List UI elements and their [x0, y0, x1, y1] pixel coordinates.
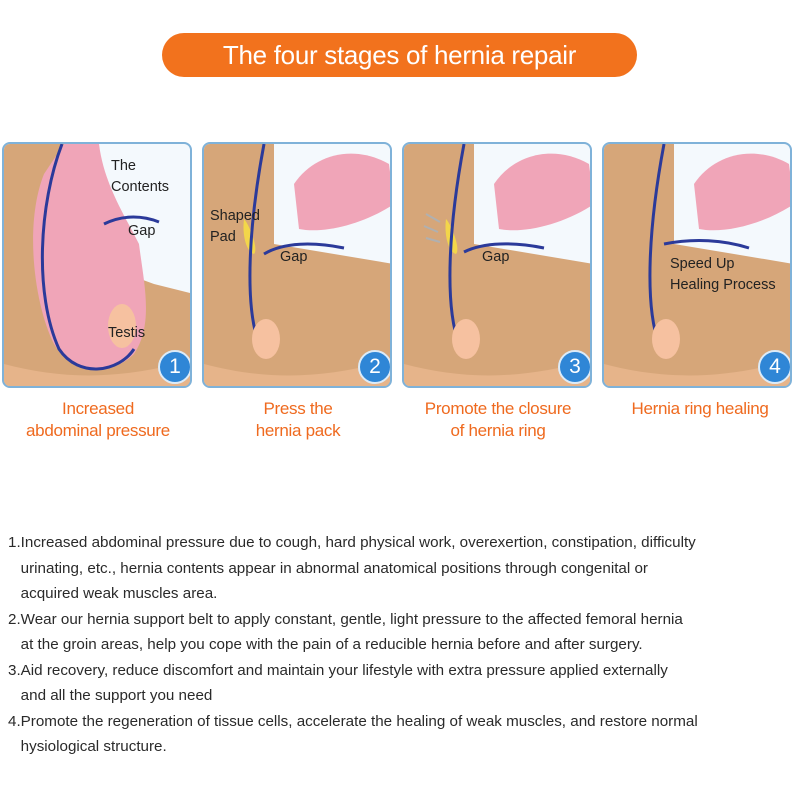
stage-descriptions: 1.Increased abdominal pressure due to co…: [8, 530, 798, 760]
description-line: acquired weak muscles area.: [21, 585, 218, 602]
label-speed-up: Speed Up: [670, 254, 735, 275]
description-line: hysiological structure.: [21, 738, 167, 755]
label-pad: Pad: [210, 227, 236, 248]
title-banner: The four stages of hernia repair: [162, 33, 637, 77]
caption-line: Press the: [200, 398, 396, 420]
stage-4-panel: Speed Up Healing Process 4: [602, 142, 792, 388]
stage-4-caption: Hernia ring healing: [600, 398, 800, 420]
stage-4-badge: 4: [758, 350, 792, 384]
stage-3-badge: 3: [558, 350, 592, 384]
description-line: at the groin areas, help you cope with t…: [21, 636, 643, 653]
description-4: 4.Promote the regeneration of tissue cel…: [8, 709, 798, 760]
description-line: 4.Promote the regeneration of tissue cel…: [8, 713, 698, 730]
label-gap: Gap: [128, 221, 155, 242]
stage-3-caption: Promote the closure of hernia ring: [400, 398, 596, 442]
stage-2-panel: Shaped Pad Gap 2: [202, 142, 392, 388]
stage-1-panel: The Contents Gap Testis 1: [2, 142, 192, 388]
label-gap: Gap: [482, 247, 509, 268]
page-title: The four stages of hernia repair: [223, 40, 576, 71]
label-the: The: [111, 156, 136, 177]
description-2: 2.Wear our hernia support belt to apply …: [8, 607, 798, 658]
description-1: 1.Increased abdominal pressure due to co…: [8, 530, 798, 607]
caption-line: hernia pack: [200, 420, 396, 442]
stage-1-caption: Increased abdominal pressure: [0, 398, 196, 442]
stage-2-caption: Press the hernia pack: [200, 398, 396, 442]
description-line: and all the support you need: [21, 687, 213, 704]
caption-line: Promote the closure: [400, 398, 596, 420]
stage-3-panel: Gap 3: [402, 142, 592, 388]
description-line: 3.Aid recovery, reduce discomfort and ma…: [8, 662, 668, 679]
caption-line: abdominal pressure: [0, 420, 196, 442]
description-line: 1.Increased abdominal pressure due to co…: [8, 534, 696, 551]
stage-2-badge: 2: [358, 350, 392, 384]
description-line: 2.Wear our hernia support belt to apply …: [8, 611, 683, 628]
label-gap: Gap: [280, 247, 307, 268]
caption-line: of hernia ring: [400, 420, 596, 442]
label-testis: Testis: [108, 323, 145, 344]
description-line: urinating, etc., hernia contents appear …: [21, 560, 648, 577]
label-contents: Contents: [111, 177, 169, 198]
label-shaped: Shaped: [210, 206, 260, 227]
stage-1-badge: 1: [158, 350, 192, 384]
description-3: 3.Aid recovery, reduce discomfort and ma…: [8, 658, 798, 709]
label-healing-process: Healing Process: [670, 275, 776, 296]
caption-line: Increased: [0, 398, 196, 420]
caption-line: Hernia ring healing: [600, 398, 800, 420]
